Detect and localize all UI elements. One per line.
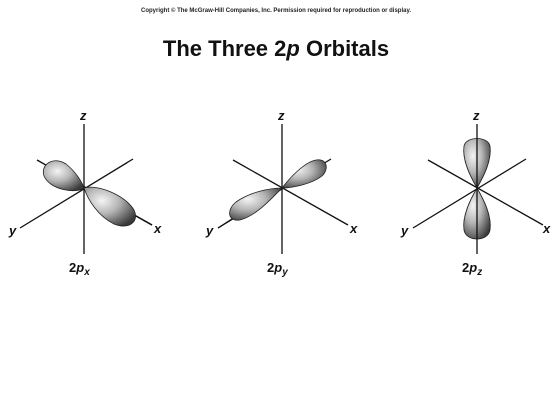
- label-italic: p: [468, 260, 477, 275]
- y-axis-front: [217, 218, 233, 229]
- label-sub: x: [83, 267, 90, 278]
- orbital-2pz: z x y 2pz: [400, 108, 551, 278]
- y-axis-label: y: [205, 223, 214, 238]
- y-axis-label: y: [8, 223, 17, 238]
- y-axis-line: [19, 158, 134, 229]
- z-axis-label: z: [79, 108, 87, 123]
- x-axis-label: x: [153, 221, 162, 236]
- x-axis-label: x: [542, 221, 551, 236]
- title-prefix: The Three 2: [162, 36, 287, 61]
- title-italic: p: [286, 36, 300, 61]
- front-lobe: [229, 187, 283, 221]
- page-title: The Three 2p Orbitals: [0, 36, 552, 62]
- label-main: 2: [69, 260, 76, 275]
- copyright-notice: Copyright © The McGraw-Hill Companies, I…: [140, 8, 412, 14]
- x-axis-line: [427, 159, 544, 226]
- x-axis-line: [232, 159, 349, 226]
- title-suffix: Orbitals: [299, 36, 390, 61]
- orbital-label: 2pz: [462, 260, 482, 278]
- orbital-label: 2py: [267, 260, 288, 278]
- back-lobe: [281, 159, 327, 189]
- label-italic: p: [75, 260, 84, 275]
- y-axis-line: [412, 158, 527, 229]
- label-sub: z: [476, 267, 482, 278]
- front-lobe: [83, 186, 136, 227]
- label-italic: p: [273, 260, 282, 275]
- back-lobe: [42, 160, 85, 192]
- label-main: 2: [267, 260, 274, 275]
- orbital-label: 2px: [69, 260, 90, 278]
- orbital-2py: z x y 2py: [205, 108, 358, 278]
- z-axis-label: z: [472, 108, 480, 123]
- orbital-2px: z x y 2px: [8, 108, 162, 278]
- x-axis-label: x: [349, 221, 358, 236]
- x-axis-front: [135, 215, 153, 226]
- y-axis-label: y: [400, 223, 409, 238]
- label-sub: y: [281, 267, 288, 278]
- label-main: 2: [462, 260, 469, 275]
- z-axis-label: z: [277, 108, 285, 123]
